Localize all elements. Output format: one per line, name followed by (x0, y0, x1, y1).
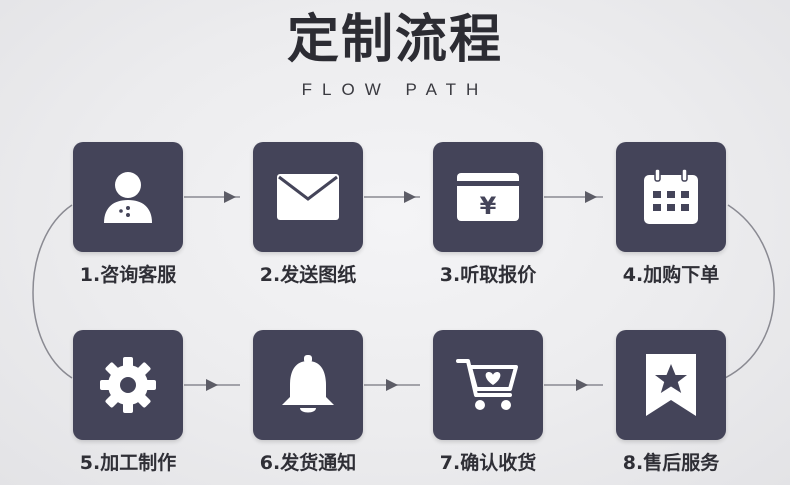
arrow-head-5-6 (206, 379, 218, 391)
step-label: 6.发货通知 (259, 452, 357, 474)
page-title: 定制流程 (286, 10, 503, 70)
arrow-head-3-4 (585, 191, 597, 203)
step-label: 4.加购下单 (622, 264, 720, 286)
step-tile (253, 330, 363, 440)
step-shipping-notice[interactable]: 6.发货通知 (253, 330, 363, 474)
step-tile (73, 330, 183, 440)
step-tile: ¥ (433, 142, 543, 252)
step-label: 8.售后服务 (622, 452, 720, 474)
star-bookmark-icon (646, 354, 696, 416)
step-label: 3.听取报价 (439, 264, 537, 286)
step-get-quote[interactable]: ¥ 3.听取报价 (433, 142, 543, 286)
svg-text:¥: ¥ (480, 192, 497, 220)
user-icon (104, 172, 152, 223)
step-label: 5.加工制作 (79, 452, 177, 474)
step-label: 2.发送图纸 (259, 264, 357, 286)
arrow-head-6-7 (386, 379, 398, 391)
step-consult-service[interactable]: 1.咨询客服 (73, 142, 183, 286)
calendar-icon (644, 168, 698, 224)
step-tile (73, 142, 183, 252)
step-label: 7.确认收货 (439, 452, 537, 474)
step-send-drawings[interactable]: 2.发送图纸 (253, 142, 363, 286)
step-tile (253, 142, 363, 252)
gear-icon (100, 357, 156, 413)
left-loop-connector (32, 204, 73, 379)
right-loop-connector (724, 204, 775, 379)
step-place-order[interactable]: 4.加购下单 (616, 142, 726, 286)
page-subtitle: FLOW PATH (301, 80, 489, 99)
bell-icon (282, 355, 334, 413)
step-after-sales[interactable]: 8.售后服务 (616, 330, 726, 474)
cart-heart-icon (456, 359, 518, 410)
step-label: 1.咨询客服 (79, 264, 177, 286)
arrow-head-7-8 (576, 379, 588, 391)
arrow-head-2-3 (404, 191, 416, 203)
step-tile (616, 330, 726, 440)
step-manufacturing[interactable]: 5.加工制作 (73, 330, 183, 474)
step-tile (433, 330, 543, 440)
step-tile (616, 142, 726, 252)
step-confirm-receipt[interactable]: 7.确认收货 (433, 330, 543, 474)
yen-card-icon: ¥ (457, 173, 519, 221)
arrow-head-1-2 (224, 191, 236, 203)
envelope-icon (277, 174, 339, 220)
